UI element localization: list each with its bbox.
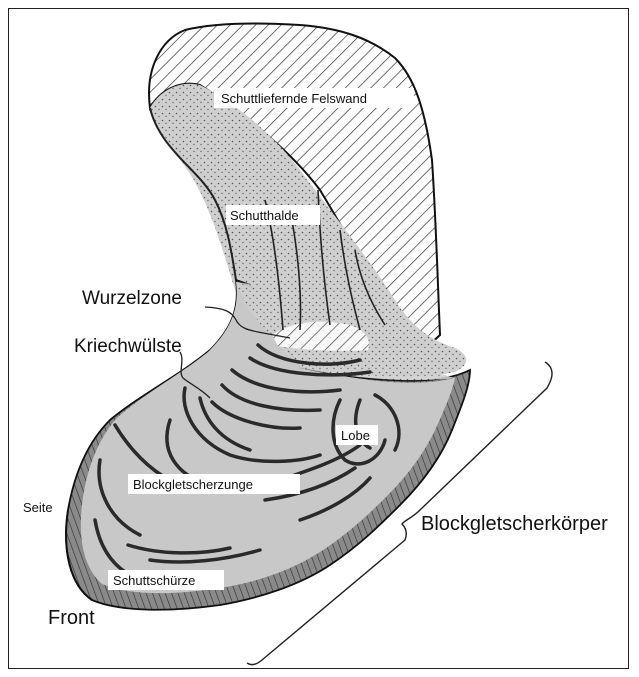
label-front: Front — [48, 607, 95, 629]
label-schuerze: Schuttschürze — [113, 573, 195, 588]
label-zunge: Blockgletscherzunge — [133, 477, 253, 492]
label-lobe: Lobe — [341, 428, 370, 443]
label-koerper: Blockgletscherkörper — [421, 513, 608, 535]
label-seite: Seite — [23, 500, 53, 515]
label-schutthalde: Schutthalde — [230, 208, 299, 223]
label-kriechwuelste: Kriechwülste — [74, 336, 182, 357]
label-wurzelzone: Wurzelzone — [82, 288, 182, 309]
label-felswand: Schuttliefernde Felswand — [221, 91, 367, 106]
